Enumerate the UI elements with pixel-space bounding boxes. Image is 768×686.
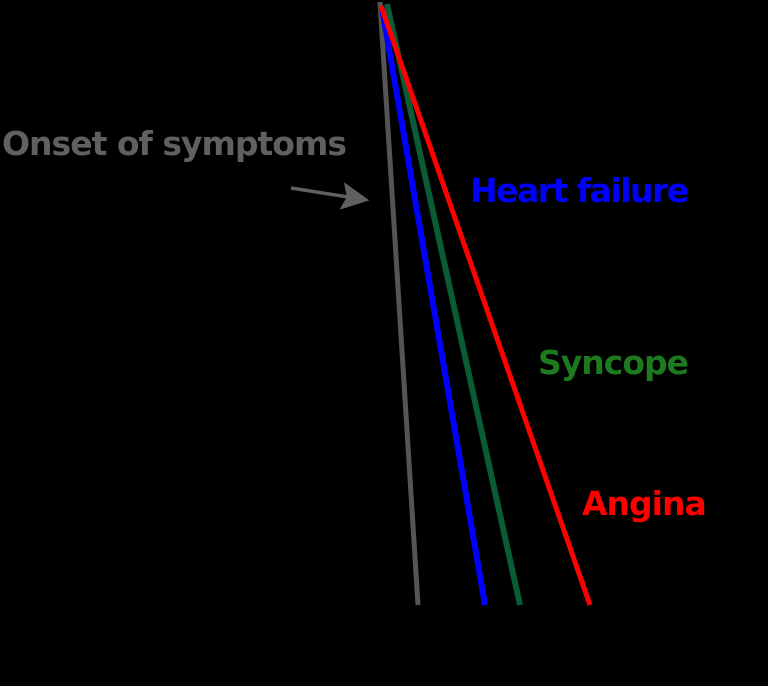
angina-label: Angina: [582, 484, 707, 523]
syncope-label: Syncope: [538, 343, 689, 382]
syncope-line: [384, 3, 523, 606]
onset-of-symptoms-line: [377, 1, 421, 606]
onset-arrow-icon: [290, 182, 370, 210]
heart-failure-line: [379, 7, 488, 606]
heart-failure-label: Heart failure: [470, 171, 689, 210]
onset-of-symptoms-label: Onset of symptoms: [2, 124, 347, 163]
angina-line: [378, 5, 593, 606]
